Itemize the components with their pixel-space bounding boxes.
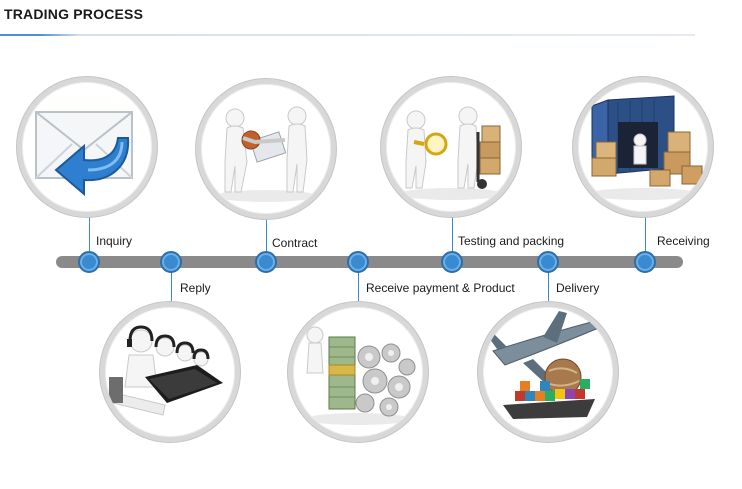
circle-contract <box>196 79 336 219</box>
node-delivery <box>537 251 559 273</box>
label-contract: Contract <box>272 236 318 250</box>
node-reply <box>160 251 182 273</box>
inspection-packing-icon <box>399 106 503 200</box>
money-gears-icon <box>306 326 416 425</box>
plane-ship-icon <box>487 311 602 419</box>
connector-contract <box>266 220 267 262</box>
call-center-icon <box>109 325 223 416</box>
circle-receiving <box>573 77 713 217</box>
label-receiving: Receiving <box>657 234 710 248</box>
node-receiving <box>634 251 656 273</box>
circle-payment <box>288 302 428 442</box>
connector-receiving <box>645 216 646 262</box>
envelope-reply-icon <box>35 111 133 197</box>
connector-delivery <box>548 262 549 302</box>
label-testing: Testing and packing <box>458 234 565 248</box>
connector-reply <box>171 262 172 302</box>
title-divider <box>0 34 695 36</box>
node-contract <box>255 251 277 273</box>
container-boxes-icon <box>588 95 703 200</box>
handshake-contract-icon <box>216 106 316 202</box>
node-testing <box>441 251 463 273</box>
page-title: TRADING PROCESS <box>4 6 144 22</box>
node-inquiry <box>78 251 100 273</box>
label-delivery: Delivery <box>556 281 600 295</box>
node-payment <box>347 251 369 273</box>
label-inquiry: Inquiry <box>96 234 133 248</box>
connector-testing <box>452 216 453 262</box>
circle-delivery <box>478 302 618 442</box>
circle-testing <box>381 77 521 217</box>
label-payment: Receive payment & Product <box>366 281 515 295</box>
label-reply: Reply <box>180 281 211 295</box>
timeline-bar <box>56 256 683 268</box>
circle-reply <box>100 302 240 442</box>
connector-payment <box>358 262 359 302</box>
connector-inquiry <box>89 216 90 262</box>
circle-inquiry <box>17 77 157 217</box>
